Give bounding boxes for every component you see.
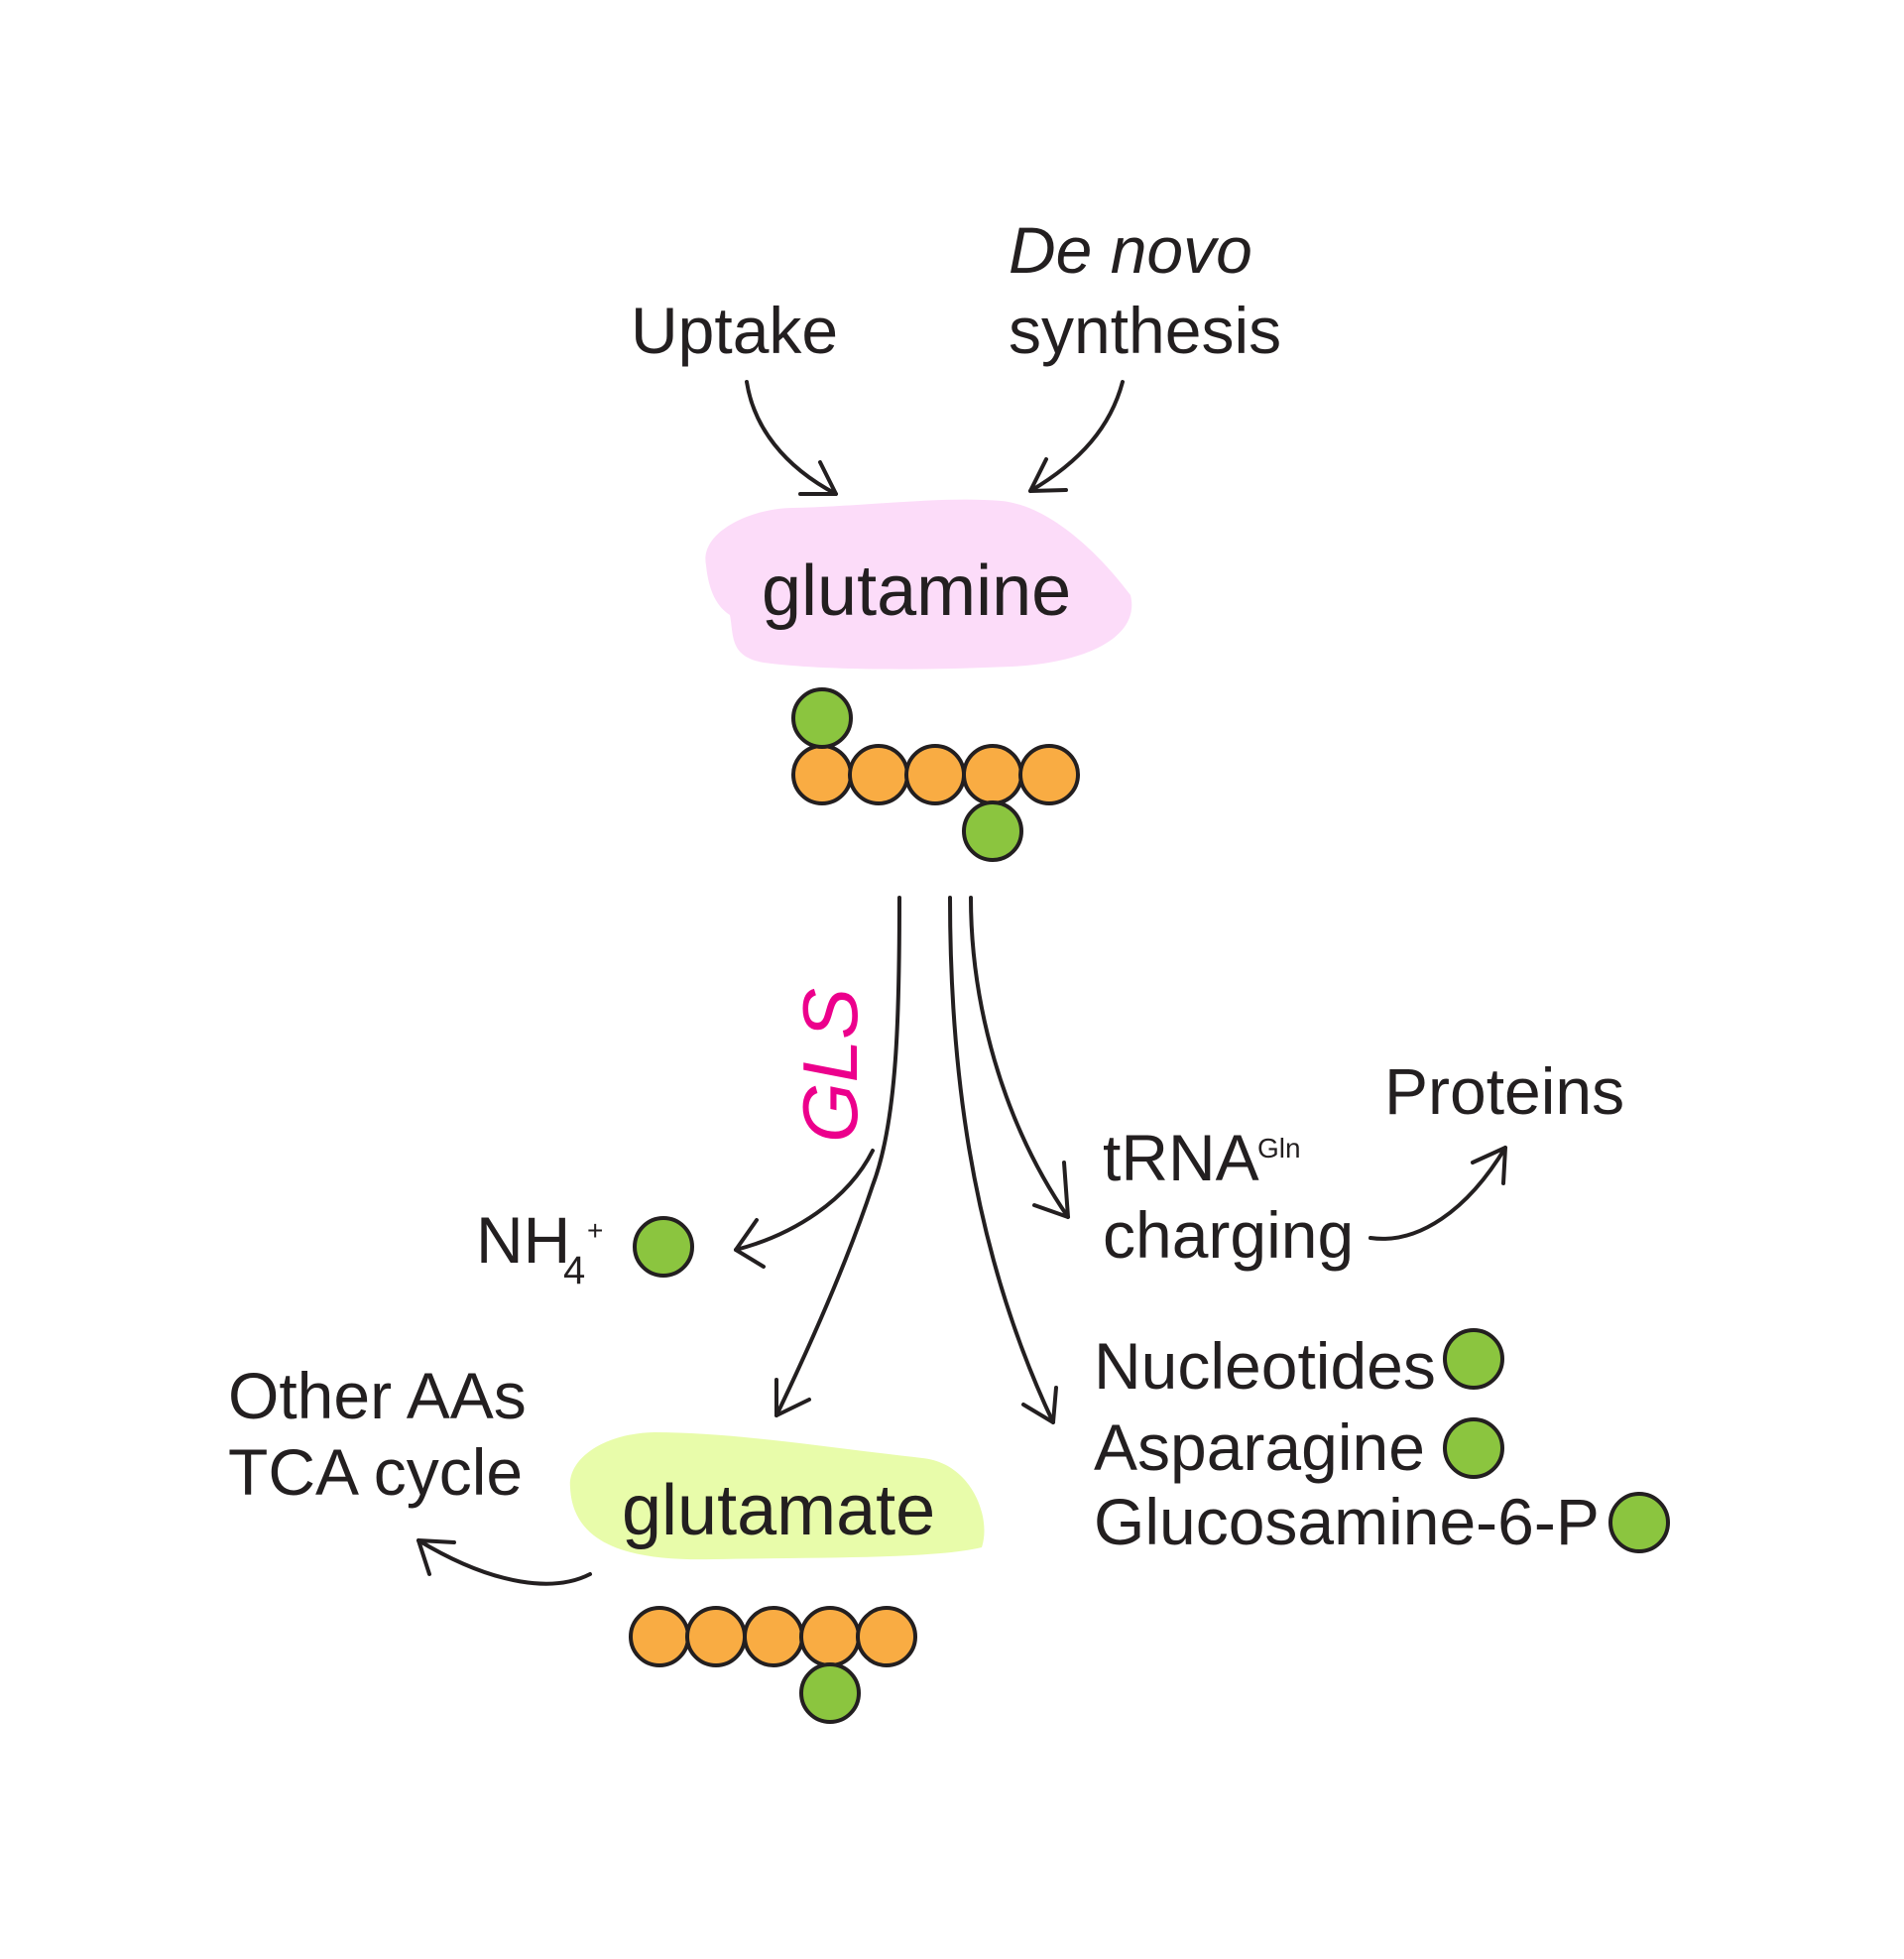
de-novo-label: De novo [1009, 213, 1252, 287]
ammonium-charge: + [587, 1215, 603, 1246]
gls-to-glutamate-arrow [774, 896, 901, 1417]
glutamate-molecule [629, 1606, 917, 1724]
glutamine-highlight [705, 499, 1132, 670]
glutamate-label: glutamate [622, 1471, 935, 1550]
proteins-label: Proteins [1384, 1054, 1624, 1128]
other-aas-label: Other AAs [228, 1359, 527, 1432]
ammonium-label: NH [476, 1203, 570, 1277]
nitrogen-atom [799, 1662, 861, 1724]
carbon-atom [685, 1606, 747, 1667]
glutamate-highlight [569, 1432, 985, 1560]
asparagine-nitrogen-atom [1443, 1417, 1504, 1479]
glutamine-label: glutamine [762, 551, 1071, 631]
trna-label: tRNA [1103, 1121, 1259, 1194]
ammonium-nitrogen-atom [633, 1216, 694, 1278]
de-novo-arrow [1028, 380, 1125, 493]
carbon-atom [799, 1606, 861, 1667]
gls-enzyme-label: GLS [786, 988, 874, 1143]
glucosamine-6-p-label: Glucosamine-6-P [1094, 1485, 1600, 1558]
carbon-atom [791, 744, 853, 805]
carbon-atom [1018, 744, 1080, 805]
glucosamine-nitrogen-atom [1608, 1492, 1670, 1553]
ammonium-release-arrow [734, 1149, 875, 1269]
tca-cycle-label: TCA cycle [228, 1435, 523, 1509]
nucleotides-nitrogen-atom [1443, 1328, 1504, 1390]
trna-superscript: Gln [1257, 1133, 1301, 1163]
glutamate-fate-arrow [416, 1538, 592, 1586]
nitrogen-atom [791, 687, 853, 749]
carbon-atom [856, 1606, 917, 1667]
nucleotides-label: Nucleotides [1094, 1329, 1436, 1403]
trna-arrow [969, 896, 1070, 1219]
carbon-atom [962, 744, 1023, 805]
carbon-atom [904, 744, 966, 805]
carbon-atom [743, 1606, 804, 1667]
uptake-arrow [745, 380, 838, 496]
uptake-label: Uptake [631, 294, 838, 367]
asparagine-label: Asparagine [1094, 1410, 1425, 1484]
proteins-arrow [1368, 1146, 1507, 1241]
glutamine-molecule [791, 687, 1080, 862]
ammonium-subscript: 4 [563, 1249, 585, 1292]
carbon-atom [629, 1606, 690, 1667]
nitrogen-atom [962, 800, 1023, 862]
nucleotides-arrow [948, 896, 1058, 1424]
charging-label: charging [1103, 1198, 1354, 1272]
synthesis-label: synthesis [1009, 294, 1281, 367]
carbon-atom [848, 744, 909, 805]
